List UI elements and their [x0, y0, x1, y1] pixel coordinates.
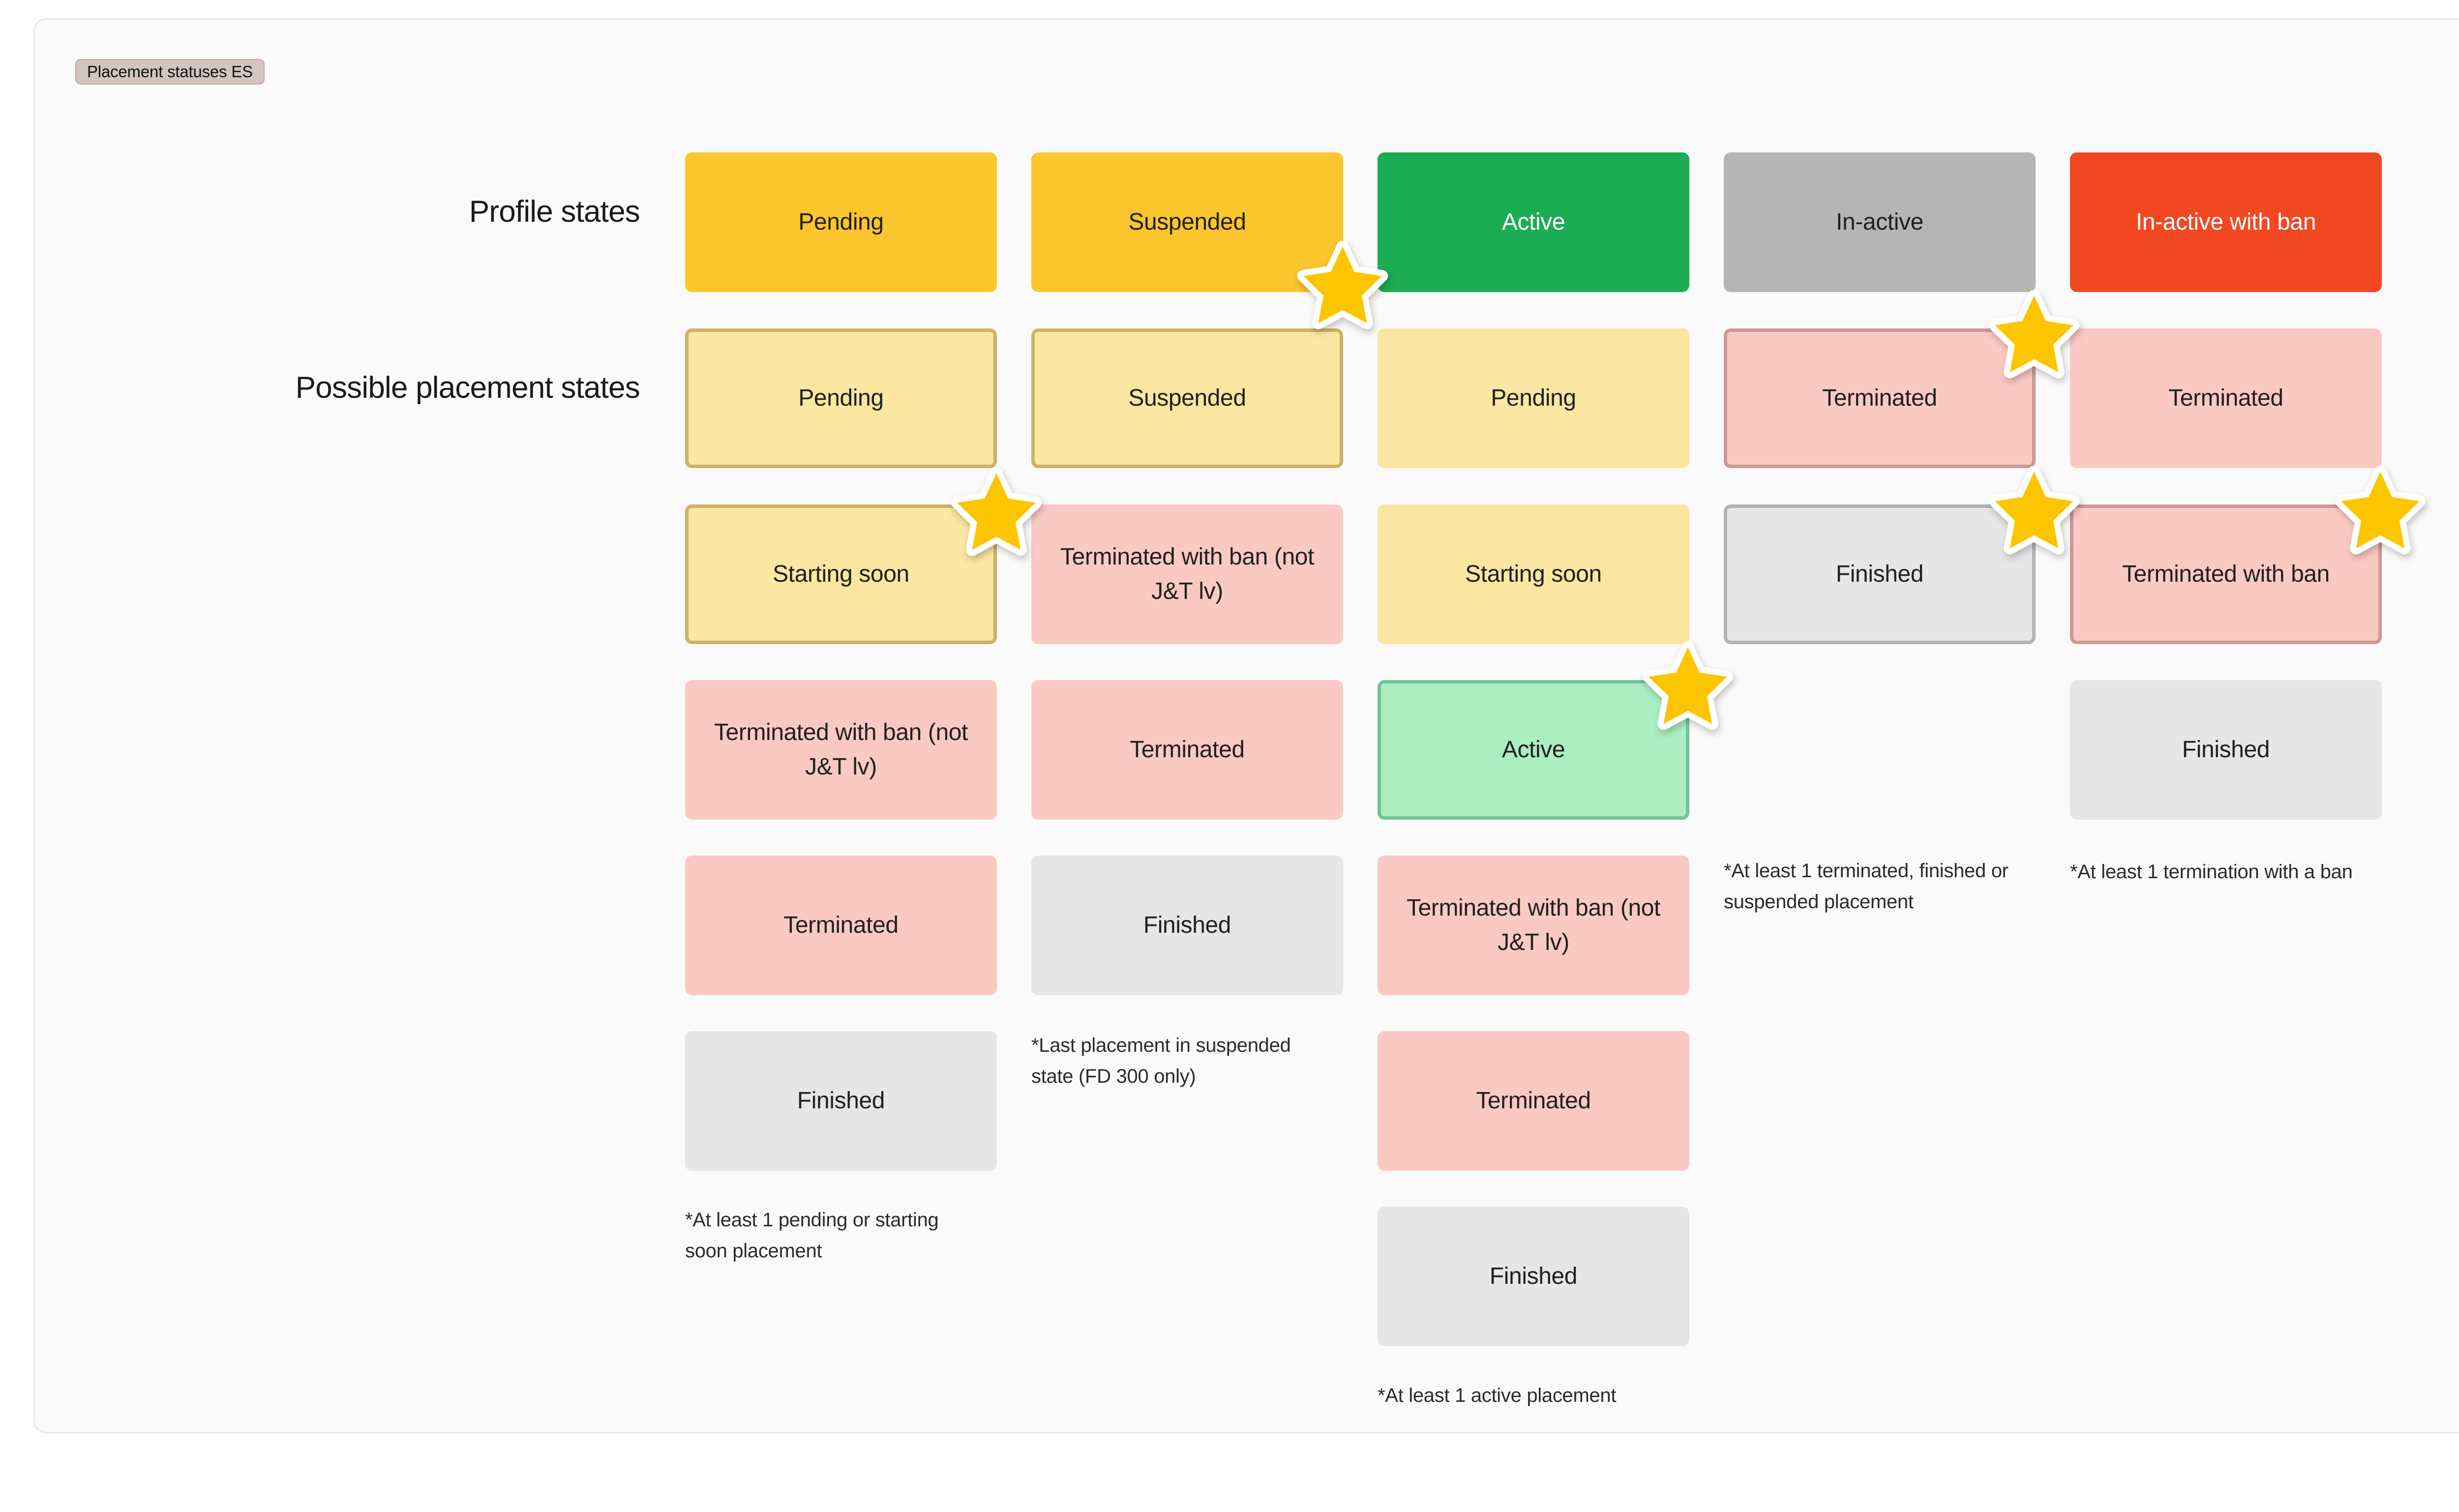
placement-state-card[interactable]: Pending	[685, 328, 997, 468]
column-footnote: *At least 1 active placement	[1378, 1385, 1617, 1406]
placement-state-card[interactable]: Finished	[685, 1031, 997, 1171]
cell-slot: Finished	[1378, 1207, 1689, 1346]
placement-state-card[interactable]: Terminated	[1378, 1031, 1689, 1171]
column-footnote: *At least 1 terminated, finished or susp…	[1724, 860, 2009, 913]
placement-state-card[interactable]: Starting soon	[1378, 504, 1689, 644]
placement-state-card[interactable]: Terminated with ban (not J&T lv)	[685, 680, 997, 820]
cell-slot: In-active with ban	[2070, 152, 2382, 292]
placement-state-card[interactable]: Terminated with ban (not J&T lv)	[1378, 856, 1689, 995]
placement-state-card[interactable]: Terminated with ban (not J&T lv)	[1031, 504, 1343, 644]
cell-slot: Terminated	[2070, 328, 2382, 468]
placement-state-card[interactable]: Finished	[1724, 504, 2036, 644]
profile-state-card[interactable]: In-active with ban	[2070, 152, 2382, 292]
placement-state-card[interactable]: Pending	[1378, 328, 1689, 468]
profile-state-card[interactable]: In-active	[1724, 152, 2036, 292]
row-label-possible-placement-states: Possible placement states	[295, 371, 640, 405]
column-footnote: *At least 1 pending or starting soon pla…	[685, 1209, 939, 1262]
placement-state-card[interactable]: Starting soon	[685, 504, 997, 644]
placement-state-card[interactable]: Terminated with ban	[2070, 504, 2382, 644]
cell-slot: Starting soon	[685, 468, 1042, 644]
cell-slot: Pending	[1378, 328, 1689, 468]
cell-slot: Terminated with ban (not J&T lv)	[1378, 856, 1689, 995]
diagram-title-badge: Placement statuses ES	[75, 59, 265, 85]
cell-slot: Terminated with ban	[2070, 466, 2426, 644]
placement-state-card[interactable]: Finished	[1031, 856, 1343, 995]
cell-slot: Terminated	[685, 856, 997, 995]
placement-state-card[interactable]: Active	[1378, 680, 1689, 820]
cell-slot: Pending	[685, 328, 997, 468]
cell-slot: In-active	[1724, 152, 2036, 292]
cell-slot: Finished	[2070, 680, 2382, 820]
placement-state-card[interactable]: Terminated	[685, 856, 997, 995]
placement-state-card[interactable]: Terminated	[2070, 328, 2382, 468]
cell-slot: Finished	[1724, 466, 2080, 644]
cell-slot: Terminated with ban (not J&T lv)	[1031, 504, 1343, 644]
profile-state-card[interactable]: Suspended	[1031, 152, 1343, 292]
column-footnote: *Last placement in suspended state (FD 3…	[1031, 1035, 1291, 1088]
column-footnote: *At least 1 termination with a ban	[2070, 861, 2353, 883]
cell-slot: Terminated	[1378, 1031, 1689, 1171]
placement-state-card[interactable]: Finished	[1378, 1207, 1689, 1346]
cell-slot: Pending	[685, 152, 997, 292]
placement-state-card[interactable]: Suspended	[1031, 328, 1343, 468]
cell-slot: Finished	[685, 1031, 997, 1171]
row-label-profile-states: Profile states	[469, 195, 640, 229]
cell-slot: Starting soon	[1378, 504, 1689, 644]
placement-state-card[interactable]: Terminated	[1724, 328, 2036, 468]
cell-slot: Suspended	[1031, 152, 1388, 329]
diagram-canvas: Placement statuses ES Profile states Pos…	[33, 18, 2459, 1433]
cell-slot: Finished	[1031, 856, 1343, 995]
cell-slot: Suspended	[1031, 328, 1343, 468]
cell-slot: Terminated	[1724, 290, 2080, 468]
cell-slot: Active	[1378, 152, 1689, 292]
placement-state-card[interactable]: Finished	[2070, 680, 2382, 820]
placement-state-card[interactable]: Terminated	[1031, 680, 1343, 820]
cell-slot: Active	[1378, 642, 1734, 820]
cell-slot: Terminated	[1031, 680, 1343, 820]
profile-state-card[interactable]: Pending	[685, 152, 997, 292]
cell-slot: Terminated with ban (not J&T lv)	[685, 680, 997, 820]
profile-state-card[interactable]: Active	[1378, 152, 1689, 292]
